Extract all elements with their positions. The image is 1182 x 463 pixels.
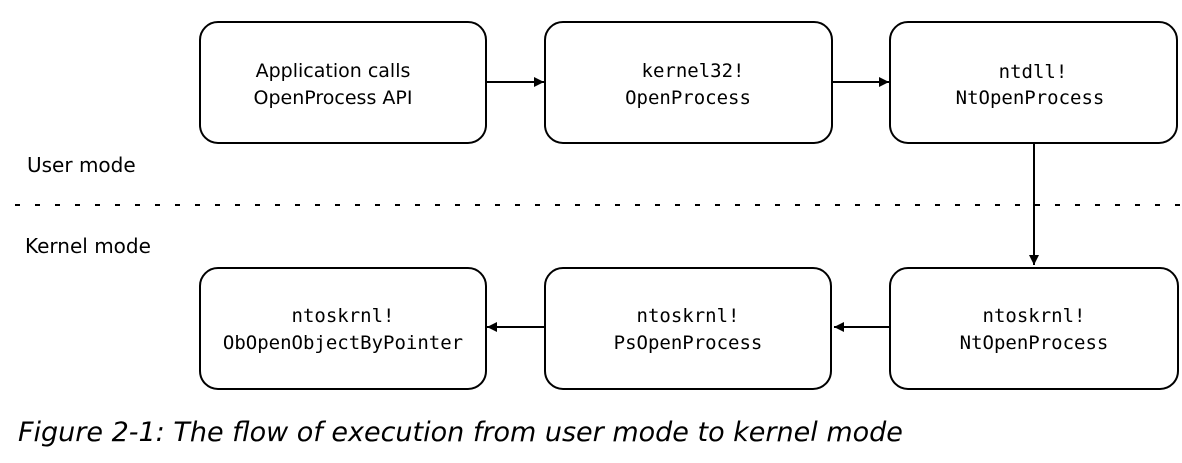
- box-line: kernel32!: [642, 60, 745, 82]
- box-ntoskrnl-obopenobjectbypointer: ntoskrnl! ObOpenObjectByPointer: [199, 267, 487, 390]
- box-line: NtOpenProcess: [960, 332, 1109, 354]
- box-line: ntoskrnl!: [637, 305, 740, 327]
- box-line: NtOpenProcess: [956, 87, 1105, 109]
- box-line: OpenProcess API: [254, 87, 413, 109]
- box-line: ntoskrnl!: [292, 305, 395, 327]
- box-ntdll-ntopenprocess: ntdll! NtOpenProcess: [889, 21, 1178, 144]
- box-line: ntoskrnl!: [983, 305, 1086, 327]
- box-application-call: Application calls OpenProcess API: [199, 21, 487, 144]
- box-line: ntdll!: [999, 61, 1068, 83]
- box-ntoskrnl-ntopenprocess: ntoskrnl! NtOpenProcess: [889, 267, 1179, 390]
- box-line: Application calls: [256, 60, 411, 82]
- box-ntoskrnl-psopenprocess: ntoskrnl! PsOpenProcess: [544, 267, 832, 390]
- box-kernel32-openprocess: kernel32! OpenProcess: [544, 21, 833, 144]
- kernel-mode-label: Kernel mode: [25, 234, 151, 258]
- user-mode-label: User mode: [27, 153, 136, 177]
- box-line: OpenProcess: [625, 87, 751, 109]
- figure-caption: Figure 2-1: The flow of execution from u…: [18, 417, 903, 448]
- box-line: PsOpenProcess: [614, 332, 763, 354]
- box-line: ObOpenObjectByPointer: [223, 332, 463, 354]
